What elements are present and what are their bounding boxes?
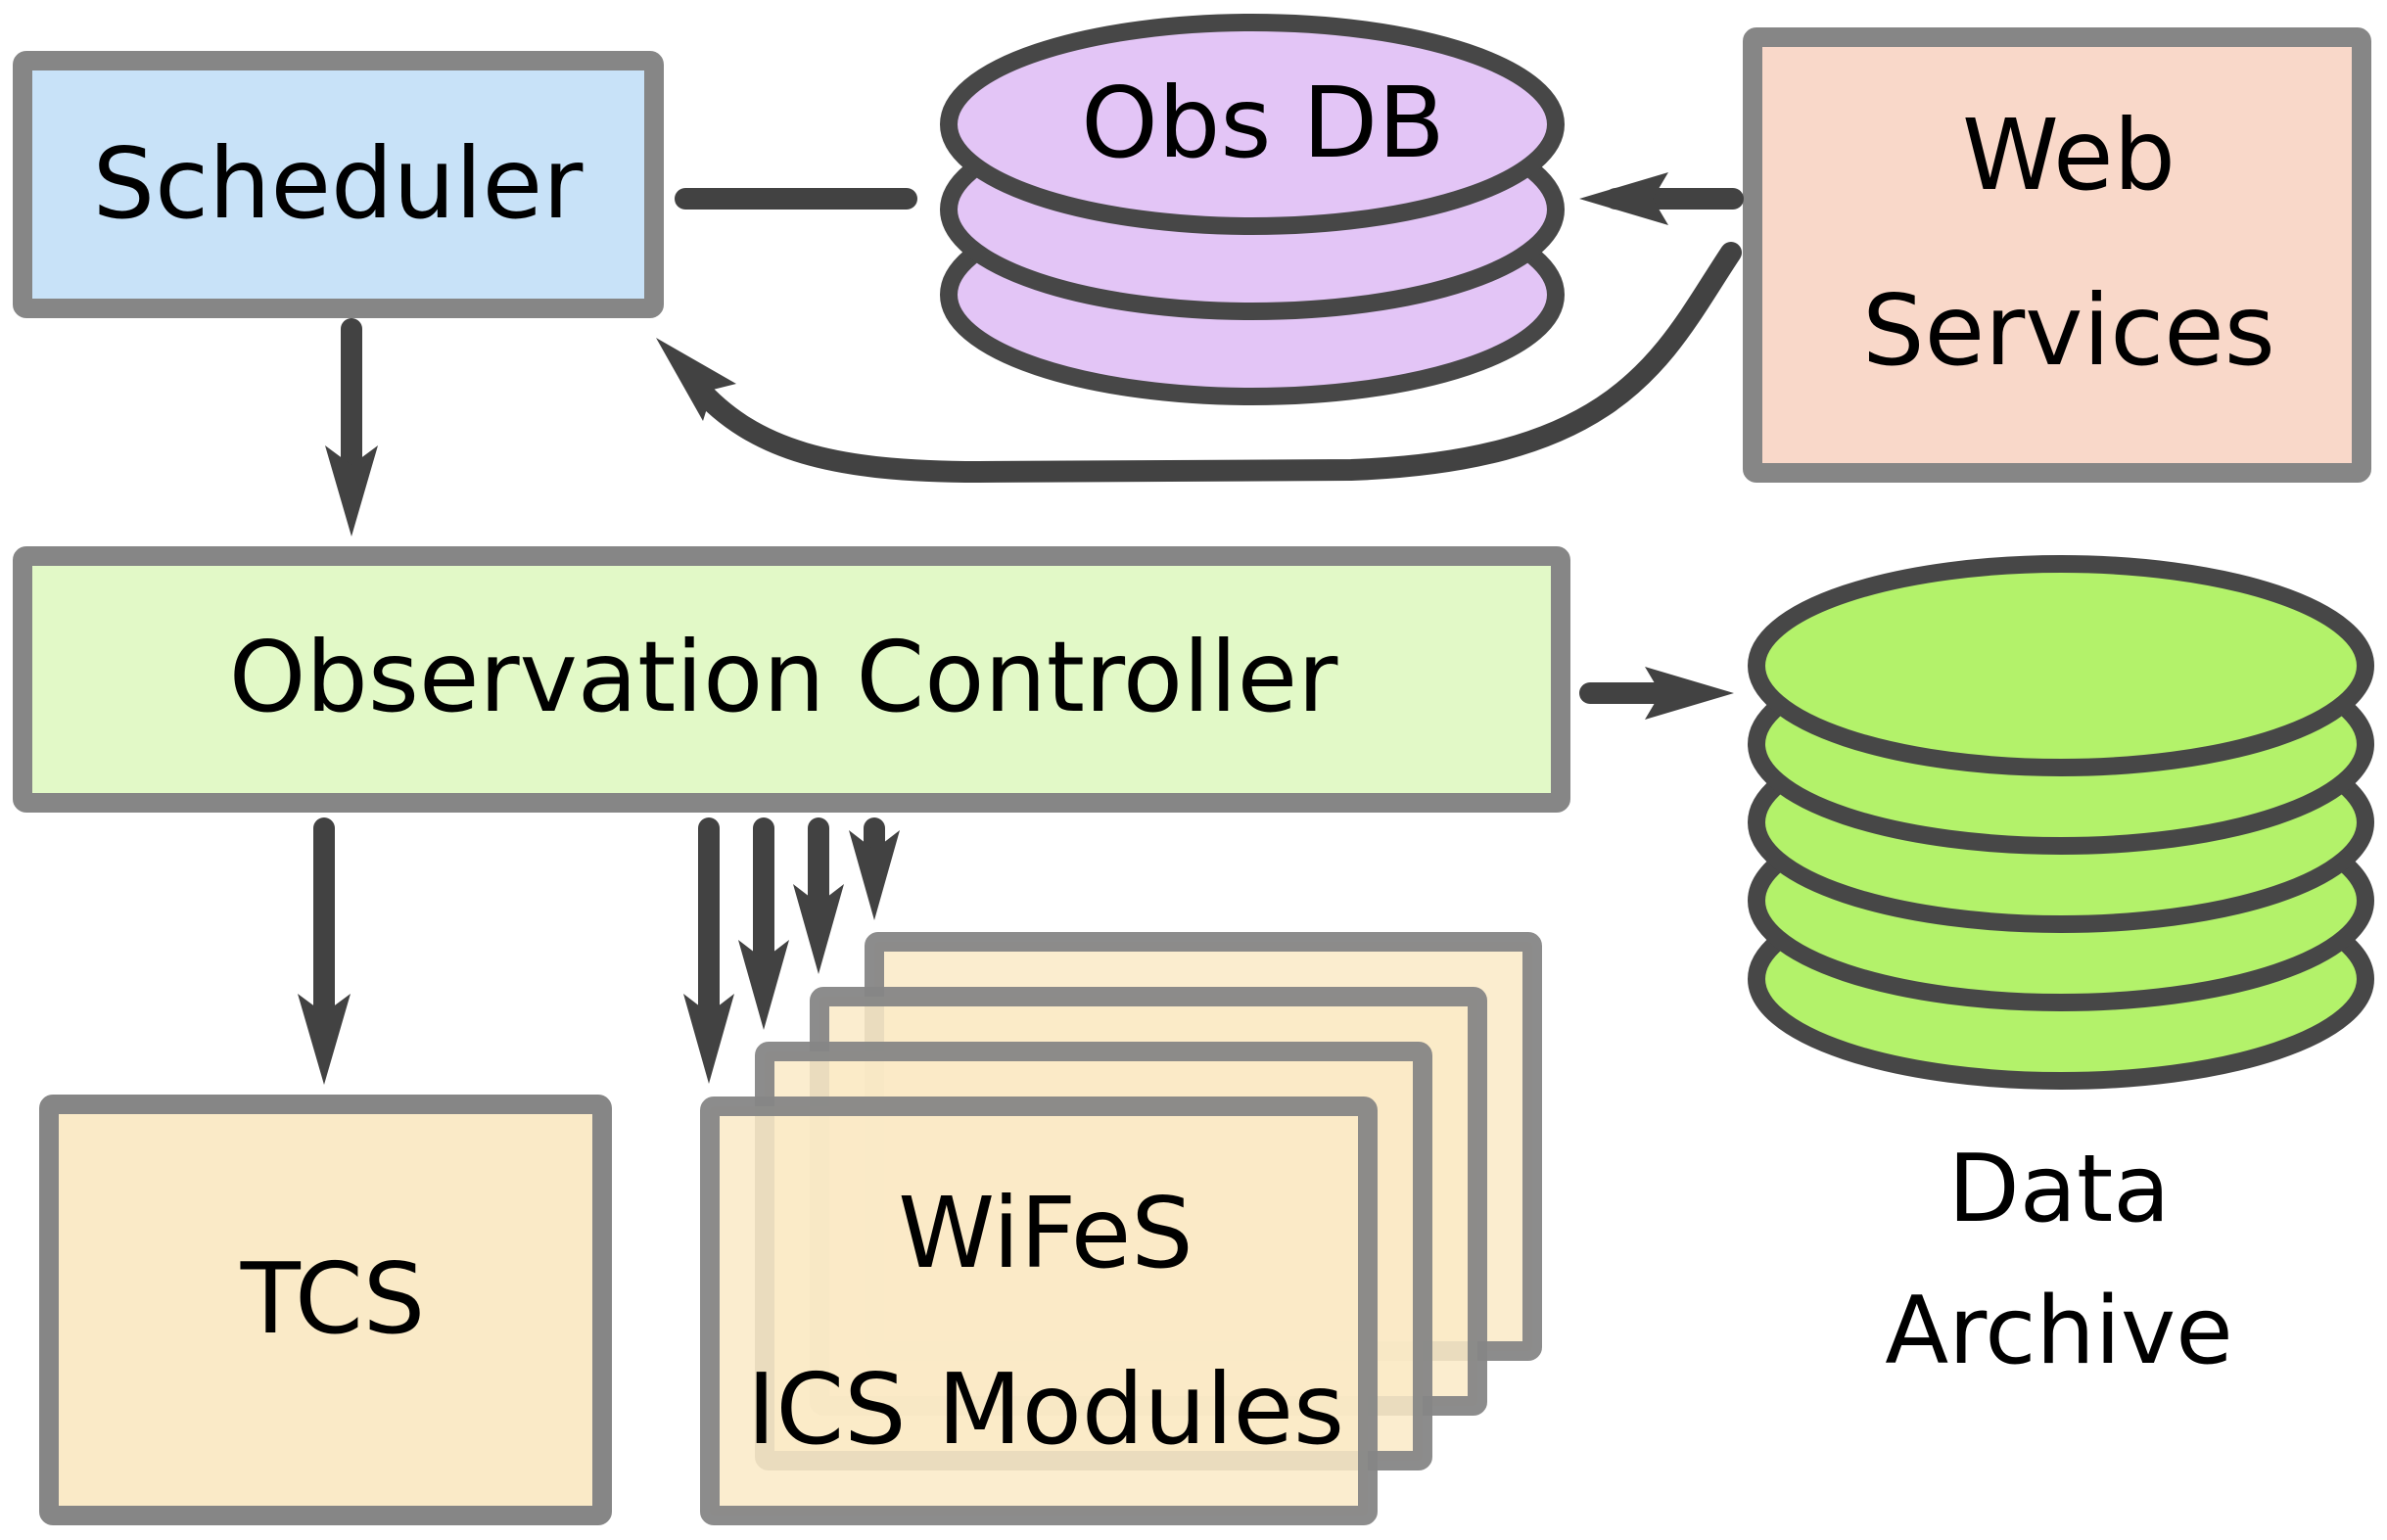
oc-to-wifes-arrow bbox=[849, 817, 900, 920]
web-to-obsdb-arrow bbox=[1579, 172, 1744, 225]
arrow-head bbox=[325, 445, 378, 537]
oc-to-wifes-arrow bbox=[738, 817, 789, 1030]
arrow-head bbox=[849, 830, 900, 920]
scheduler-to-oc-arrow bbox=[325, 318, 378, 537]
data-archive-node[interactable]: Data Archive bbox=[1748, 555, 2374, 1385]
tcs-label: TCS bbox=[240, 1241, 426, 1356]
tcs-box-border bbox=[39, 1095, 612, 1525]
scheduler-box bbox=[23, 61, 654, 308]
arrow-head bbox=[793, 884, 844, 974]
web-to-scheduler-curved-arrow bbox=[656, 242, 1742, 484]
wifes-label-line2: ICS Modules bbox=[747, 1352, 1344, 1467]
wifes-ics-modules-node[interactable]: WiFeS ICS Modules bbox=[700, 932, 1542, 1525]
web-services-box bbox=[1753, 37, 2362, 473]
wifes-module-stack bbox=[700, 932, 1542, 1525]
observation-controller-node[interactable]: Observation Controller bbox=[13, 546, 1570, 813]
wifes-module-box bbox=[700, 1097, 1378, 1525]
oc-to-wifes-arrow bbox=[683, 817, 734, 1084]
data-archive-label-line2: Archive bbox=[1885, 1278, 2232, 1385]
arrow-head bbox=[1579, 172, 1668, 225]
web-services-label-line1: Web bbox=[1962, 98, 2176, 212]
data-archive-disc bbox=[1748, 555, 2374, 776]
oc-to-archive-arrow bbox=[1579, 667, 1734, 720]
tcs-node[interactable]: TCS bbox=[39, 1095, 612, 1525]
arrow-head bbox=[683, 994, 734, 1084]
observation-controller-label: Observation Controller bbox=[229, 620, 1339, 734]
wifes-label-line1: WiFeS bbox=[898, 1176, 1194, 1290]
data-archive-cylinder bbox=[1748, 555, 2374, 1090]
obs-db-disc bbox=[940, 14, 1565, 235]
obs-db-label: Obs DB bbox=[1081, 66, 1445, 180]
arrow-head bbox=[738, 940, 789, 1030]
arrow-shaft bbox=[686, 242, 1742, 484]
tcs-box bbox=[49, 1104, 602, 1516]
obs-db-cylinder bbox=[940, 14, 1565, 405]
data-archive-label-line1: Data bbox=[1948, 1136, 2171, 1243]
web-services-node[interactable]: Web Services bbox=[1743, 27, 2371, 483]
observation-controller-box bbox=[23, 556, 1561, 803]
scheduler-node[interactable]: Scheduler bbox=[13, 51, 664, 318]
oc-to-wifes-arrow bbox=[793, 817, 844, 974]
scheduler-label: Scheduler bbox=[93, 126, 585, 241]
oc-to-tcs-arrow bbox=[298, 817, 351, 1085]
scheduler-box-border bbox=[13, 51, 664, 318]
arrow-head bbox=[298, 994, 351, 1085]
arrow-head bbox=[656, 338, 736, 421]
arrow-head bbox=[1645, 667, 1734, 720]
observation-controller-box-border bbox=[13, 546, 1570, 813]
obs-db-node[interactable]: Obs DB bbox=[940, 14, 1565, 405]
web-services-label-line2: Services bbox=[1862, 273, 2275, 388]
web-services-box-border bbox=[1743, 27, 2371, 483]
oc-to-wifes-arrows bbox=[683, 817, 900, 1084]
